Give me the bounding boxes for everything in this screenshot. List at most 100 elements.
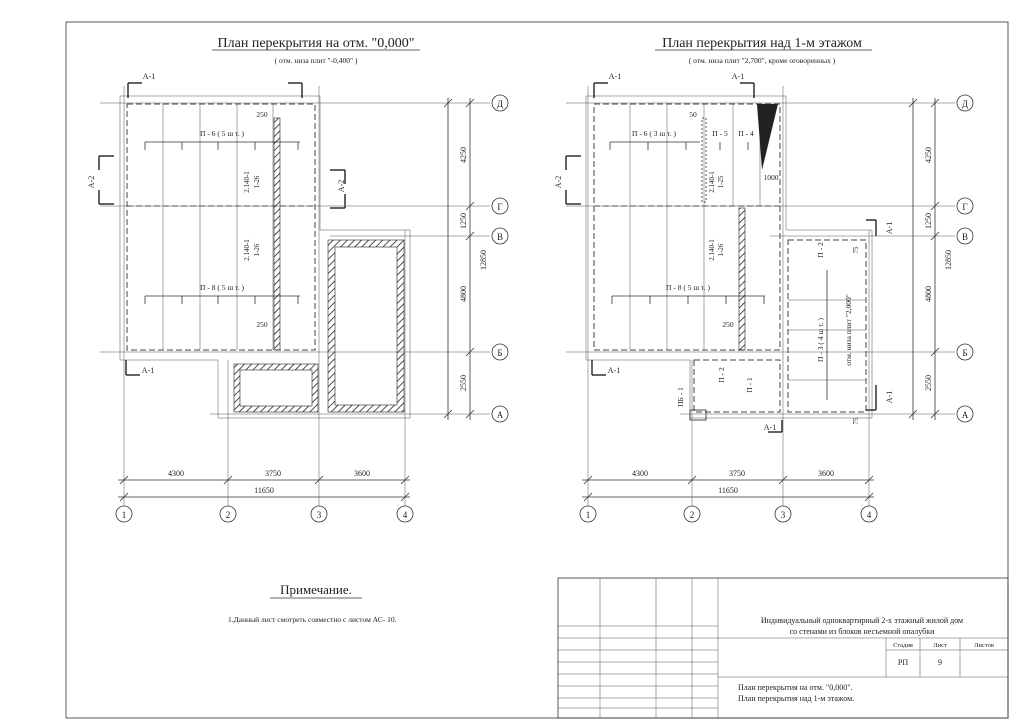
title-block-frame <box>557 577 1009 719</box>
right-section-marks <box>565 82 877 433</box>
title-block-grid <box>558 578 1008 718</box>
right-axis-g: Г <box>962 202 967 212</box>
right-dim-4800: 4800 <box>924 286 933 302</box>
right-axis-4: 4 <box>867 510 872 520</box>
right-p3-note: отм. низа плит "2,000" <box>844 294 853 366</box>
left-axis-g: Г <box>497 202 502 212</box>
left-lintel-top-b: 1-26 <box>253 175 261 188</box>
sheet-frame <box>65 21 1009 719</box>
right-dim-3600: 3600 <box>818 469 834 478</box>
left-building-outline <box>119 95 411 419</box>
right-dim-4300: 4300 <box>632 469 648 478</box>
left-dim-4300: 4300 <box>168 469 184 478</box>
left-axis-lines <box>100 86 490 506</box>
stage-header: Стадия <box>893 642 913 649</box>
drawing-name-line2: План перекрытия над 1-м этажом. <box>738 694 854 703</box>
right-hatched-wall <box>738 207 746 351</box>
left-section-a2-left: А-2 <box>87 176 96 188</box>
right-vertical-dimensions <box>908 98 940 420</box>
right-plan: План перекрытия над 1-м этажом ( отм. ни… <box>554 36 974 523</box>
right-lintel-mid-b: 1-26 <box>717 243 725 256</box>
left-axis-v: В <box>497 232 503 242</box>
title-block: Индивидуальный одноквартирный 2-х этажны… <box>557 577 1009 719</box>
right-slab-p1-area <box>693 359 781 413</box>
left-axis-3: 3 <box>317 510 322 520</box>
left-dim-12850: 12850 <box>479 250 488 270</box>
left-axis-d: Д <box>497 99 503 109</box>
project-name-line2: со стенами из блоков несъемной опалубки <box>790 627 936 636</box>
left-lintel-mid-a: 2.140-1 <box>243 239 251 261</box>
right-slab-p2-bottom: П - 2 <box>717 367 726 383</box>
left-dim-4250: 4250 <box>459 147 468 163</box>
right-axis-v: В <box>962 232 968 242</box>
left-axis-1: 1 <box>122 510 127 520</box>
right-slab-p4: П - 4 <box>738 129 754 138</box>
right-slab-top-label: П - 6 ( 3 ш т. ) <box>632 129 676 138</box>
right-slab-lines <box>629 104 866 381</box>
right-axis-d: Д <box>962 99 968 109</box>
right-section-a2-left: А-2 <box>554 176 563 188</box>
right-section-a1-side-bottom: А-1 <box>885 391 894 403</box>
right-section-a1-bottom: А-1 <box>608 366 620 375</box>
left-axis-b: Б <box>497 348 502 358</box>
left-slab-bottom-label: П - 8 ( 5 ш т. ) <box>200 283 244 292</box>
drawing-name-line1: План перекрытия на отм. "0,000". <box>738 683 853 692</box>
right-dim-12850: 12850 <box>944 250 953 270</box>
left-vertical-dimensions <box>443 98 475 420</box>
left-plan: План перекрытия на отм. "0,000" ( отм. н… <box>87 36 509 523</box>
right-lintel-mid-a: 2.140-1 <box>708 239 716 261</box>
left-slab-area <box>126 103 316 351</box>
left-dim-250-bottom: 250 <box>256 320 268 329</box>
left-dim-250-top: 250 <box>256 110 268 119</box>
left-plan-title: План перекрытия на отм. "0,000" <box>218 36 415 51</box>
left-slab-lines <box>162 104 274 350</box>
right-building-outline <box>585 95 873 419</box>
right-dim-50: 50 <box>689 110 697 119</box>
left-frame-right-inner <box>334 246 398 406</box>
right-dim-1000: 1000 <box>764 173 779 182</box>
right-section-a1-side-top: А-1 <box>885 222 894 234</box>
left-lintel-mid-b: 1-26 <box>253 243 261 256</box>
right-pb1-block <box>689 409 707 421</box>
right-dim-3750: 3750 <box>729 469 745 478</box>
right-section-a1-top-right: А-1 <box>732 72 744 81</box>
left-dim-1250: 1250 <box>459 213 468 229</box>
right-axis-b: Б <box>962 348 967 358</box>
left-section-a1-top: А-1 <box>143 72 155 81</box>
stage-value: РП <box>898 658 908 667</box>
left-axis-a: А <box>497 410 504 420</box>
left-section-a1-bottom: А-1 <box>142 366 154 375</box>
left-section-marks <box>98 82 346 376</box>
right-dim-1250: 1250 <box>924 213 933 229</box>
right-axis-lines <box>566 86 955 506</box>
right-slab-p1: П - 1 <box>745 377 754 393</box>
right-slab-bottom-label: П - 8 ( 5 ш т. ) <box>666 283 710 292</box>
right-section-a1-lower: А-1 <box>764 423 776 432</box>
right-axis-1: 1 <box>586 510 591 520</box>
right-row-axis-bubbles <box>956 94 974 423</box>
right-horizontal-dimensions <box>582 475 874 502</box>
right-dim-75-bottom: 75 <box>852 417 860 425</box>
left-slab-top-label: П - 6 ( 5 ш т. ) <box>200 129 244 138</box>
right-dim-4250: 4250 <box>924 147 933 163</box>
left-dim-3750: 3750 <box>265 469 281 478</box>
left-hatched-wall <box>273 117 281 351</box>
right-section-a1-top-left: А-1 <box>609 72 621 81</box>
left-plan-subtitle: ( отм. низа плит "-0,400" ) <box>275 56 358 65</box>
right-dim-75-top: 75 <box>852 246 860 254</box>
sheet-value: 9 <box>938 658 942 667</box>
right-lintel-top-a: 2.140-1 <box>708 171 716 193</box>
right-axis-a: А <box>962 410 969 420</box>
right-col-axis-bubbles <box>579 505 878 523</box>
left-frame-bottom-inner <box>239 369 313 407</box>
right-monolithic-corner <box>757 104 778 170</box>
right-plan-title: План перекрытия над 1-м этажом <box>662 36 862 51</box>
right-slab-p5: П - 5 <box>712 129 728 138</box>
right-dashed-wall <box>701 117 707 203</box>
left-dim-4800: 4800 <box>459 286 468 302</box>
sheets-header: Листов <box>974 642 994 649</box>
left-lintel-top-a: 2.140-1 <box>243 171 251 193</box>
left-col-axis-bubbles <box>115 505 414 523</box>
sheet-header: Лист <box>933 642 947 649</box>
